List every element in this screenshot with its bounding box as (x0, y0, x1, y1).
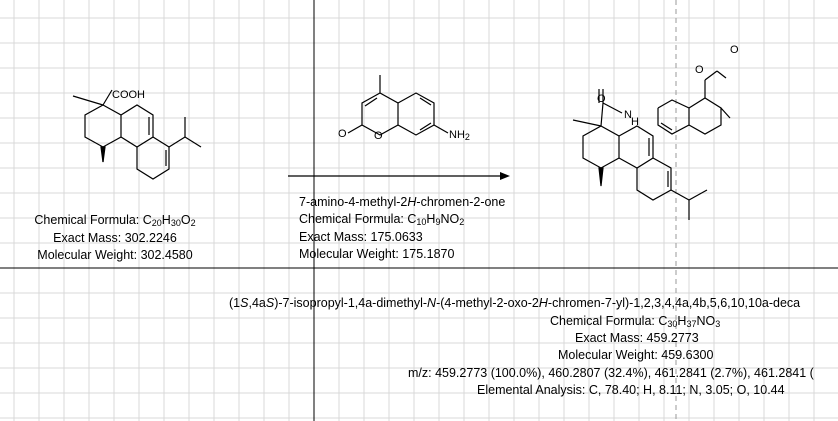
reactant2-structure[interactable] (347, 75, 449, 136)
reactant1-exact-mass: Exact Mass: 302.2246 (53, 231, 177, 245)
product-name: (1S,4aS)-7-isopropyl-1,4a-dimethyl-N-(4-… (229, 296, 801, 310)
product-ring-oxygen: O (695, 64, 704, 76)
reactant1-formula: Chemical Formula: C20H30O2 (34, 213, 196, 228)
reactant2-name: 7-amino-4-methyl-2H-chromen-2-one (299, 195, 506, 209)
reaction-arrow (288, 172, 510, 180)
product-exact-mass: Exact Mass: 459.2773 (575, 331, 699, 345)
product-elemental-analysis: Elemental Analysis: C, 78.40; H, 8.11; N… (477, 383, 785, 397)
product-structure[interactable] (572, 70, 731, 220)
reactant1-structure[interactable] (72, 89, 202, 180)
product-carbonyl-oxygen: O (597, 93, 606, 105)
product-formula: Chemical Formula: C30H37NO3 (550, 314, 721, 329)
product-amide-h: H (631, 116, 639, 128)
reactant2-oxygen-ring: O (374, 130, 383, 142)
reactant1-cooh-label: COOH (112, 89, 145, 101)
product-molecular-weight: Molecular Weight: 459.6300 (558, 348, 714, 362)
reactant2-exact-mass: Exact Mass: 175.0633 (299, 230, 423, 244)
product-amide-n: N (624, 109, 632, 121)
reactant2-molecular-weight: Molecular Weight: 175.1870 (299, 247, 455, 261)
product-mz: m/z: 459.2773 (100.0%), 460.2807 (32.4%)… (408, 366, 814, 380)
reactant2-formula: Chemical Formula: C10H9NO2 (299, 212, 465, 227)
reactant2-oxygen-carbonyl: O (338, 128, 347, 140)
reactant1-molecular-weight: Molecular Weight: 302.4580 (37, 248, 193, 262)
product-lactone-oxygen: O (730, 44, 739, 56)
reactant2-amine-label: NH2 (449, 129, 470, 142)
